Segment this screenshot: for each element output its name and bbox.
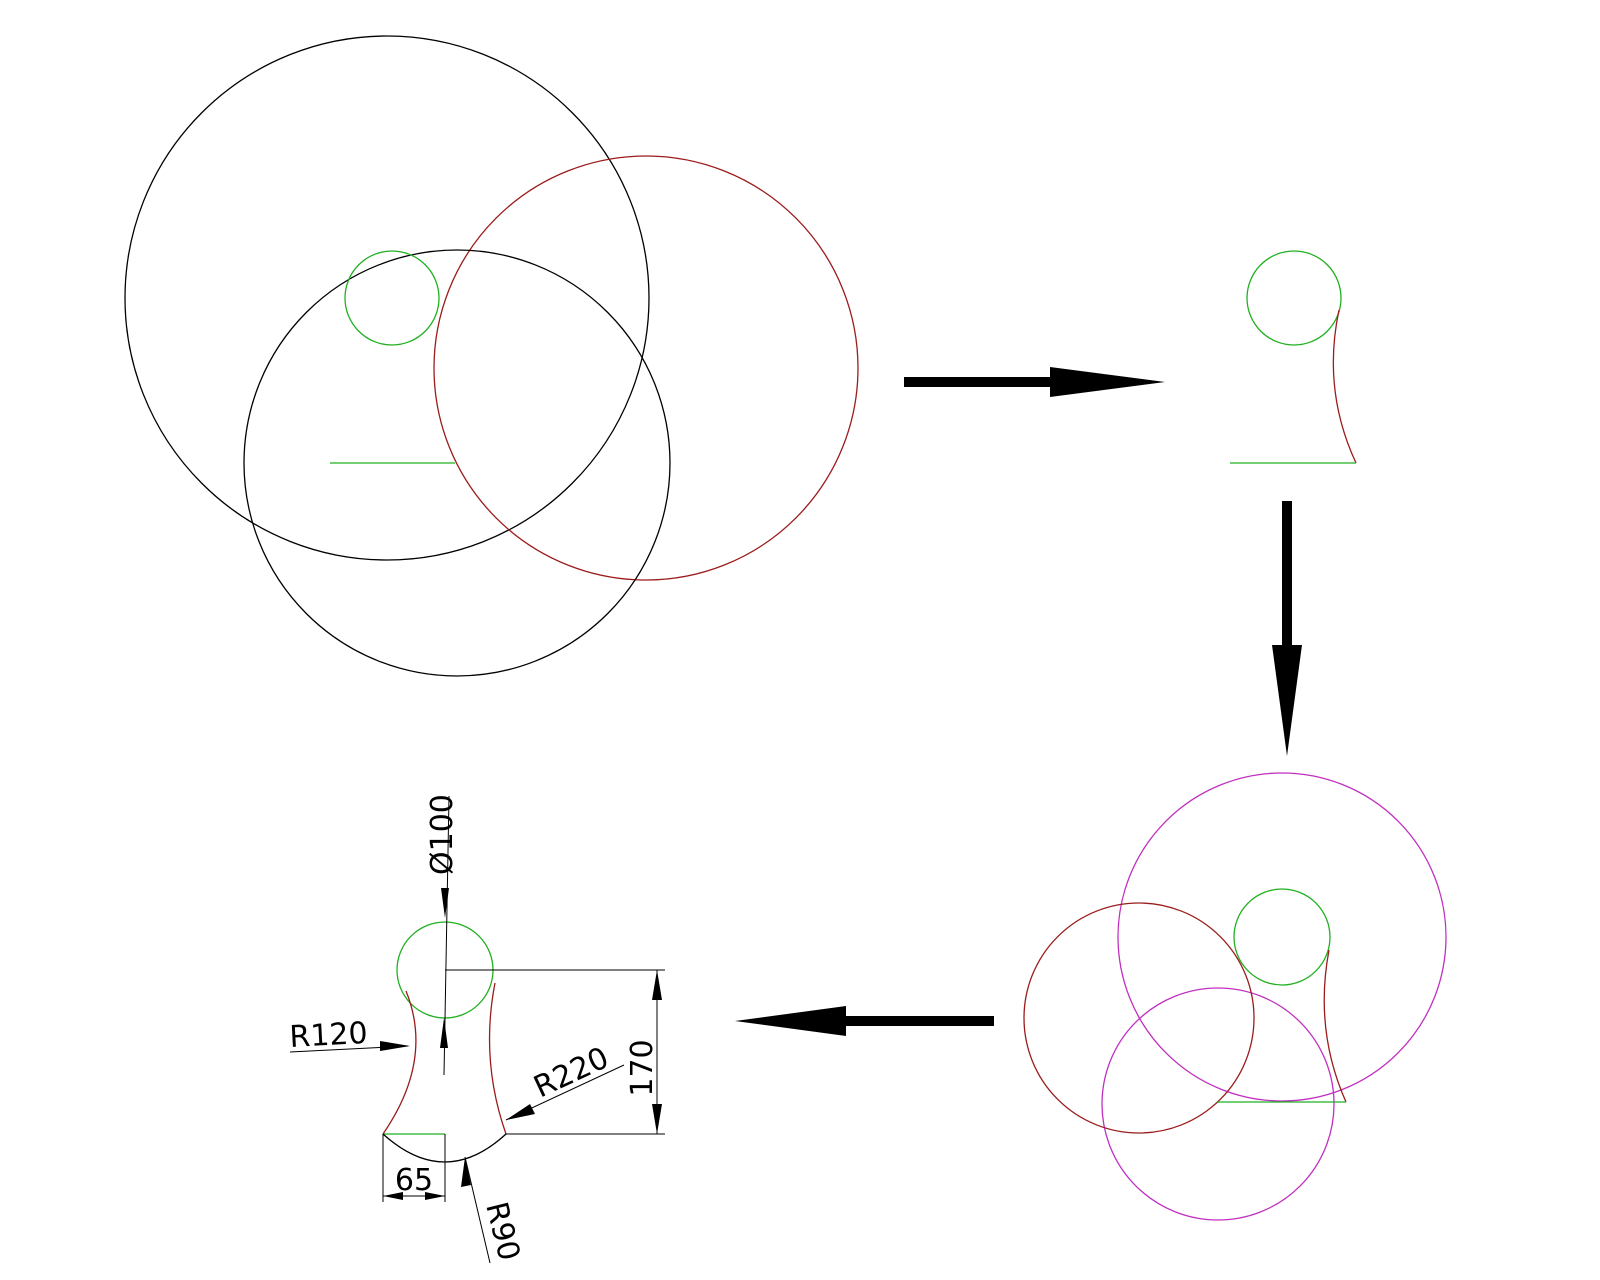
step4-dimensioned-profile: Ø100 R120 R220 170 R90 — [289, 794, 665, 1264]
height-dimension: 170 — [445, 969, 665, 1135]
step3-added-circles — [1023, 772, 1447, 1221]
green-top-circle — [1246, 250, 1342, 346]
step1-construction — [124, 35, 859, 677]
green-top-circle — [1233, 888, 1331, 986]
step2-trimmed-profile — [1230, 250, 1357, 464]
red-construction-circle — [433, 155, 859, 581]
arrow-left — [735, 1006, 994, 1036]
diameter-label: Ø100 — [425, 794, 460, 875]
height-label: 170 — [625, 1039, 660, 1096]
r220-label: R220 — [529, 1041, 615, 1106]
width-label: 65 — [395, 1163, 433, 1198]
green-top-circle — [344, 250, 440, 346]
magenta-large-circle — [1117, 772, 1447, 1102]
large-construction-circle — [124, 35, 650, 561]
arrow-right — [904, 367, 1165, 397]
width-dimension: 65 — [382, 1134, 446, 1202]
r120-label: R120 — [289, 1016, 369, 1055]
r90-label: R90 — [478, 1198, 526, 1264]
r90-dimension: R90 — [461, 1156, 526, 1264]
red-right-arc — [1323, 949, 1347, 1103]
r220-dimension: R220 — [505, 1041, 625, 1121]
r120-dimension: R120 — [289, 1016, 410, 1055]
red-right-arc — [488, 982, 507, 1135]
red-left-arc — [382, 990, 417, 1135]
magenta-lower-circle — [1101, 987, 1335, 1221]
arrow-down — [1272, 501, 1302, 756]
red-left-circle — [1023, 902, 1255, 1134]
lower-construction-circle — [243, 249, 671, 677]
red-right-arc — [1332, 309, 1357, 464]
diameter-dimension: Ø100 — [425, 794, 460, 1076]
